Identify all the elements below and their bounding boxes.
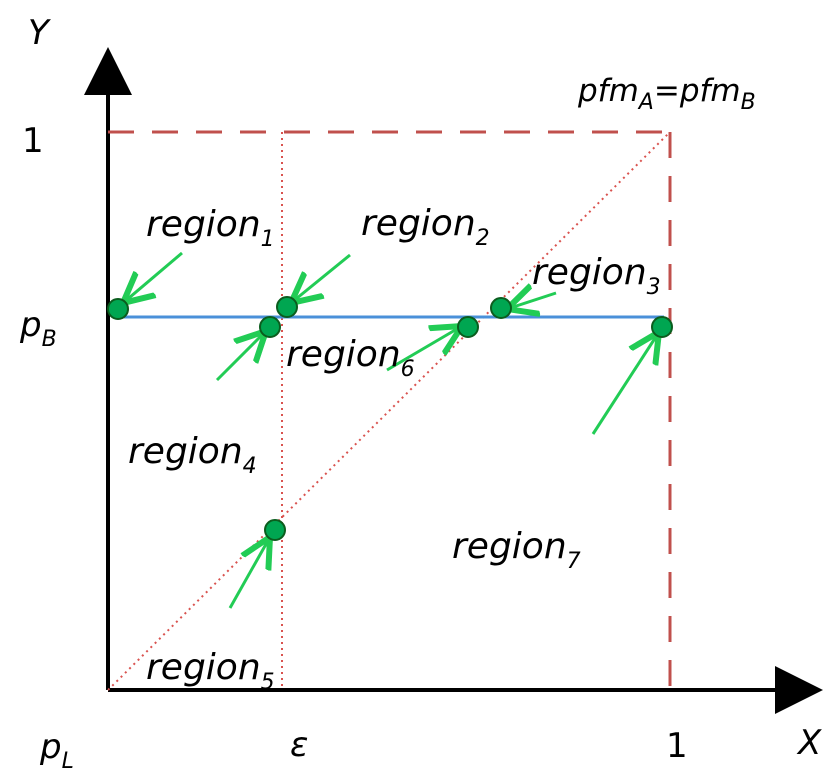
region-2-label: region2 xyxy=(361,203,490,251)
y-tick-pb-base: p xyxy=(19,305,42,345)
y-tick-pb: pB xyxy=(19,305,57,352)
arrow-region-2 xyxy=(291,253,351,303)
arrow-region-6 xyxy=(386,326,462,372)
region-3-sub: 3 xyxy=(647,275,661,300)
region-1-base: region xyxy=(146,204,261,245)
region-7-label: region7 xyxy=(452,526,581,574)
arrow-region-7 xyxy=(591,332,659,435)
formula-left: pfm xyxy=(577,73,639,109)
arrow-region-1 xyxy=(123,251,183,303)
point-region-6 xyxy=(457,316,479,338)
region-4-base: region xyxy=(128,431,243,472)
region-5-sub: 5 xyxy=(261,670,275,695)
x-tick-origin-sub: L xyxy=(62,749,74,771)
y-tick-one: 1 xyxy=(22,121,44,161)
point-region-5 xyxy=(264,519,286,541)
point-lower-left xyxy=(259,316,281,338)
formula-left-sub: A xyxy=(637,90,654,115)
arrow-lower-left-point xyxy=(215,331,266,382)
region-3-label: region3 xyxy=(532,252,661,300)
region-1-label: region1 xyxy=(146,204,275,252)
region-2-sub: 2 xyxy=(476,226,490,251)
x-tick-origin-base: p xyxy=(39,727,62,767)
arrow-region-5 xyxy=(228,537,270,609)
formula-right-sub: B xyxy=(741,90,756,115)
region-1-sub: 1 xyxy=(261,227,275,252)
region-7-base: region xyxy=(452,526,567,567)
point-region-2 xyxy=(276,296,298,318)
region-4-sub: 4 xyxy=(243,454,257,479)
region-6-label: region6 xyxy=(286,334,415,382)
region-6-base: region xyxy=(286,334,401,375)
x-tick-epsilon: ε xyxy=(290,725,308,765)
region-7-sub: 7 xyxy=(567,549,581,574)
point-region-7 xyxy=(651,316,673,338)
point-region-1 xyxy=(107,298,129,320)
formula-equals: =pfm xyxy=(654,73,741,109)
x-tick-one: 1 xyxy=(666,726,688,766)
pfm-equality-formula: pfmA=pfmB xyxy=(577,73,756,115)
region-6-sub: 6 xyxy=(401,357,415,382)
y-axis-label: Y xyxy=(28,13,51,53)
arrow-region-3 xyxy=(507,293,557,309)
region-5-label: region5 xyxy=(146,647,275,695)
x-tick-origin: pL xyxy=(39,727,74,771)
region-2-base: region xyxy=(361,203,476,244)
point-region-3 xyxy=(490,297,512,319)
region-3-base: region xyxy=(532,252,647,293)
y-tick-pb-sub: B xyxy=(42,327,57,352)
region-5-base: region xyxy=(146,647,261,688)
region-4-label: region4 xyxy=(128,431,257,479)
x-axis-label: X xyxy=(796,723,822,763)
